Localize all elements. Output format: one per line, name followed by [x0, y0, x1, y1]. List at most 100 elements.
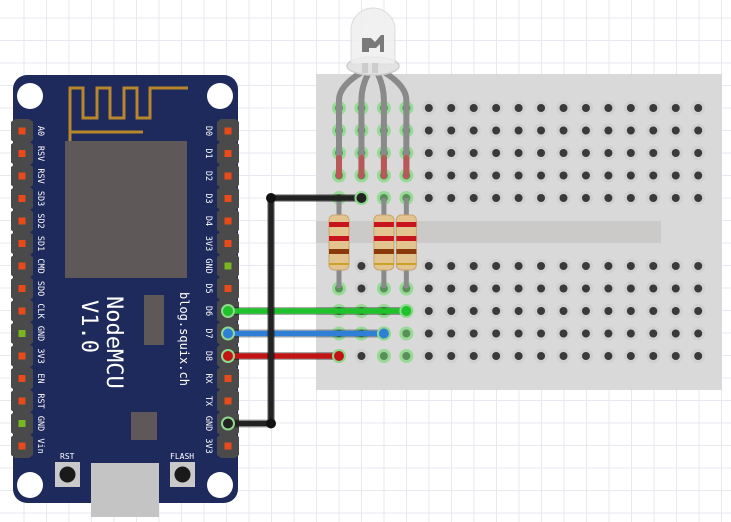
breadboard-hole[interactable] [694, 284, 703, 293]
breadboard-hole[interactable] [649, 171, 658, 180]
wire-d6-green-end-b[interactable] [399, 304, 414, 318]
pin-left-a0[interactable] [18, 127, 26, 135]
breadboard-hole[interactable] [469, 284, 478, 293]
breadboard-hole[interactable] [626, 104, 635, 112]
breadboard-hole[interactable] [604, 126, 613, 135]
breadboard-hole[interactable] [581, 126, 590, 135]
breadboard-hole[interactable] [469, 171, 478, 180]
breadboard-hole[interactable] [469, 126, 478, 135]
breadboard-hole[interactable] [514, 329, 523, 338]
pin-left-sd1[interactable] [18, 240, 26, 247]
breadboard-hole[interactable] [537, 194, 546, 202]
pin-right-tx[interactable] [224, 397, 232, 405]
breadboard-hole[interactable] [492, 307, 501, 315]
breadboard-hole[interactable] [537, 352, 546, 360]
breadboard-hole[interactable] [492, 104, 501, 112]
breadboard-hole[interactable] [649, 194, 658, 202]
breadboard-hole[interactable] [537, 104, 546, 112]
pin-left-sd2[interactable] [18, 217, 26, 225]
breadboard-hole[interactable] [604, 307, 613, 315]
breadboard-hole[interactable] [671, 149, 680, 157]
breadboard-hole[interactable] [694, 194, 703, 202]
breadboard-hole[interactable] [537, 126, 546, 135]
wire-d8-red-end-b[interactable] [332, 349, 346, 363]
pin-right-d3[interactable] [224, 195, 232, 202]
breadboard-hole[interactable] [447, 149, 456, 157]
breadboard-hole[interactable] [469, 194, 478, 202]
breadboard-hole[interactable] [649, 352, 658, 360]
breadboard-hole[interactable] [469, 329, 478, 338]
breadboard-hole[interactable] [581, 262, 590, 270]
breadboard-hole[interactable] [694, 352, 703, 360]
pin-left-3v3[interactable] [18, 352, 26, 360]
breadboard-hole[interactable] [514, 126, 523, 135]
pin-right-3v3[interactable] [224, 442, 232, 450]
breadboard-hole[interactable] [626, 149, 635, 157]
breadboard-hole[interactable] [559, 262, 568, 270]
breadboard-hole[interactable] [447, 284, 456, 293]
pin-left-vin[interactable] [18, 442, 26, 450]
breadboard-hole[interactable] [604, 352, 613, 360]
breadboard-hole[interactable] [649, 104, 658, 112]
breadboard-hole[interactable] [626, 329, 635, 338]
breadboard-hole[interactable] [514, 104, 523, 112]
breadboard-hole[interactable] [402, 329, 411, 338]
breadboard-hole[interactable] [559, 284, 568, 293]
breadboard-hole[interactable] [492, 329, 501, 338]
breadboard-hole[interactable] [537, 307, 546, 315]
breadboard-hole[interactable] [424, 329, 433, 338]
breadboard-hole[interactable] [447, 262, 456, 270]
breadboard-hole[interactable] [626, 307, 635, 315]
breadboard-hole[interactable] [671, 352, 680, 360]
breadboard-hole[interactable] [581, 329, 590, 338]
breadboard-hole[interactable] [469, 149, 478, 157]
breadboard-hole[interactable] [559, 149, 568, 157]
breadboard-hole[interactable] [447, 104, 456, 112]
resistor-r3[interactable] [395, 214, 417, 271]
breadboard-hole[interactable] [649, 284, 658, 293]
breadboard-hole[interactable] [537, 284, 546, 293]
breadboard-hole[interactable] [469, 307, 478, 315]
breadboard-hole[interactable] [626, 262, 635, 270]
breadboard-hole[interactable] [514, 284, 523, 293]
breadboard-hole[interactable] [626, 352, 635, 360]
breadboard-hole[interactable] [357, 352, 366, 360]
breadboard-hole[interactable] [649, 329, 658, 338]
breadboard-hole[interactable] [671, 126, 680, 135]
pin-right-gnd[interactable] [224, 262, 232, 270]
breadboard-hole[interactable] [604, 149, 613, 157]
pin-left-cmd[interactable] [18, 262, 26, 270]
pin-left-gnd[interactable] [18, 420, 26, 427]
breadboard-hole[interactable] [694, 149, 703, 157]
breadboard-hole[interactable] [514, 352, 523, 360]
pin-left-rsv[interactable] [18, 150, 26, 157]
pin-right-d2[interactable] [224, 172, 232, 180]
breadboard-hole[interactable] [581, 307, 590, 315]
pin-left-en[interactable] [18, 375, 26, 382]
breadboard-hole[interactable] [559, 104, 568, 112]
breadboard-hole[interactable] [424, 126, 433, 135]
breadboard-hole[interactable] [537, 329, 546, 338]
breadboard-hole[interactable] [694, 126, 703, 135]
breadboard-hole[interactable] [559, 171, 568, 180]
breadboard-hole[interactable] [492, 284, 501, 293]
breadboard-hole[interactable] [492, 149, 501, 157]
breadboard-hole[interactable] [649, 149, 658, 157]
wire-gnd-black[interactable] [225, 195, 365, 427]
breadboard-hole[interactable] [581, 194, 590, 202]
breadboard-hole[interactable] [424, 262, 433, 270]
breadboard-hole[interactable] [649, 307, 658, 315]
breadboard-hole[interactable] [649, 126, 658, 135]
breadboard-hole[interactable] [694, 171, 703, 180]
wire-bendpoint[interactable] [266, 193, 276, 203]
breadboard-hole[interactable] [604, 194, 613, 202]
breadboard-hole[interactable] [469, 262, 478, 270]
breadboard-hole[interactable] [604, 171, 613, 180]
pin-left-sdo[interactable] [18, 285, 26, 292]
pin-right-d4[interactable] [224, 217, 232, 225]
pin-right-rx[interactable] [224, 375, 232, 382]
breadboard-hole[interactable] [694, 329, 703, 338]
wire-gnd-black-end-a[interactable] [221, 416, 235, 431]
breadboard-hole[interactable] [514, 262, 523, 270]
breadboard-hole[interactable] [604, 284, 613, 293]
